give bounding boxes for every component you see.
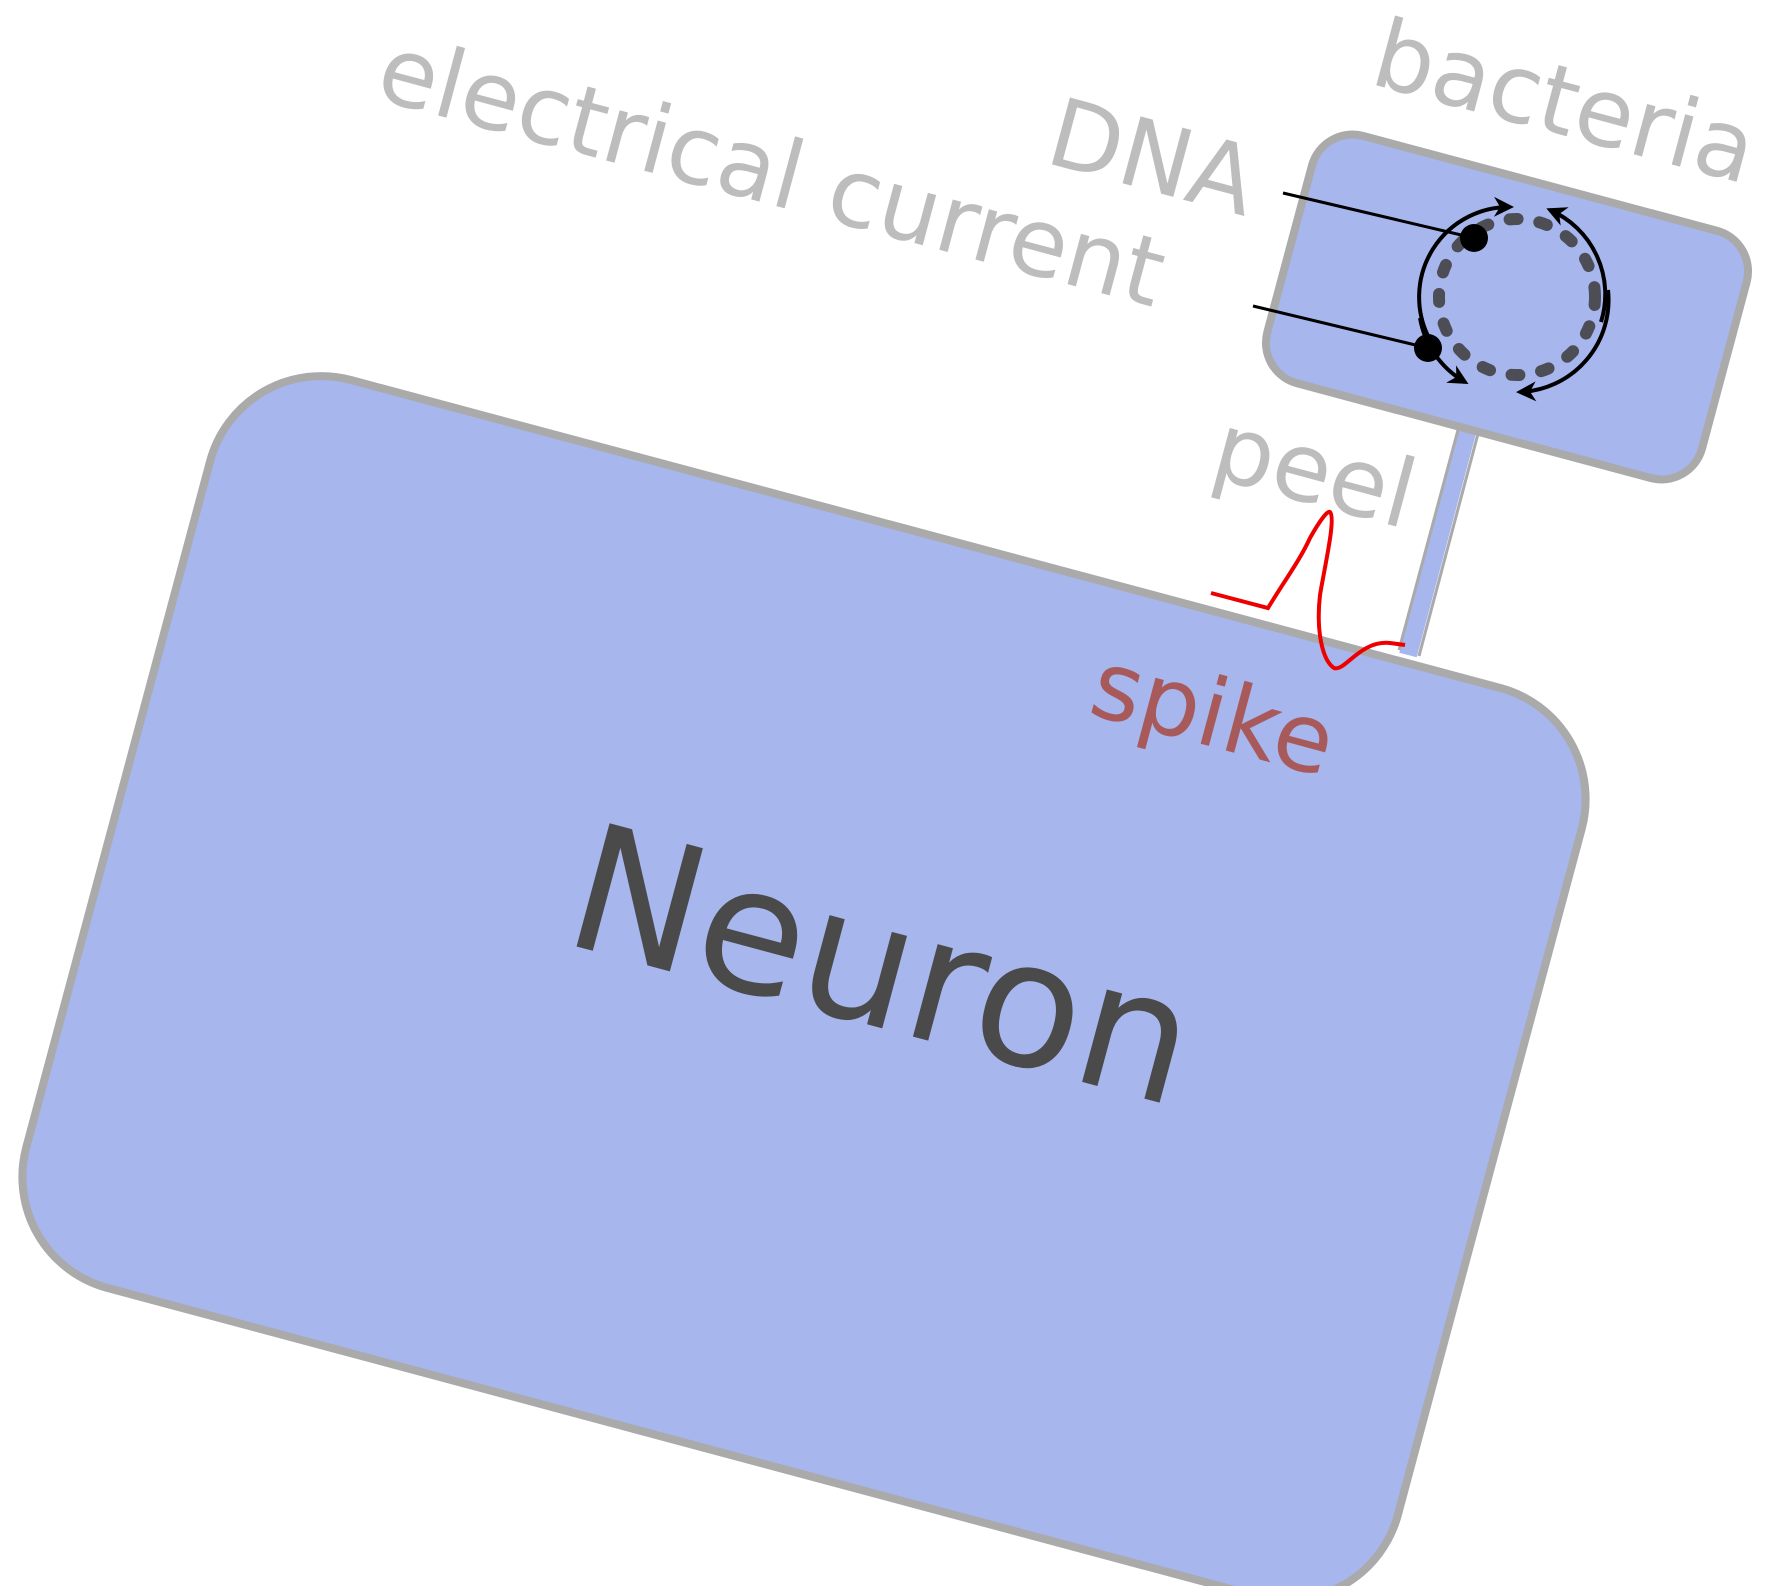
peel-connector (1399, 422, 1478, 658)
current-arrow-upper-left (1417, 196, 1514, 337)
dna-plasmid (1433, 213, 1601, 381)
current-arrow-upper-right (1546, 207, 1608, 323)
peel-edge-left (1397, 429, 1460, 651)
dna-leader-line (1282, 191, 1475, 240)
peel-edge-right (1417, 429, 1481, 657)
spike-trace (1210, 509, 1406, 671)
neuron-cell (18, 372, 1590, 1586)
current-leader-dot (1414, 334, 1442, 362)
peel-label: peel (1202, 392, 1427, 551)
dna-leader-dot (1460, 224, 1488, 252)
current-arrow-lower-right (1516, 289, 1611, 402)
bacteria-cell (1261, 130, 1753, 484)
current-leader-line (1252, 304, 1429, 350)
